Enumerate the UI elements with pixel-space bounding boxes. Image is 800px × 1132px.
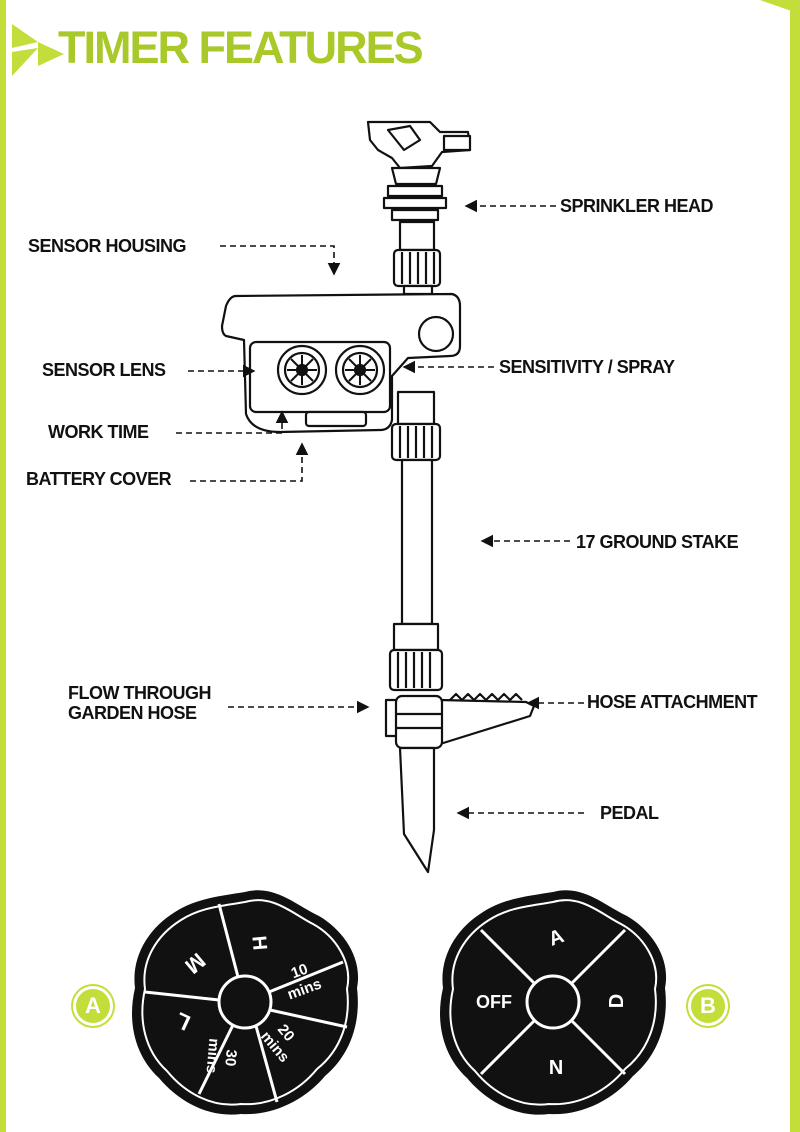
sensitivity-spray-label: SENSITIVITY / SPRAY (499, 357, 675, 377)
work-time-leader (176, 410, 289, 434)
dial-b-off: OFF (476, 992, 512, 1012)
ground-stake-drawing (388, 390, 444, 692)
upper-coupling-drawing (392, 220, 442, 296)
sensor-housing-leader (220, 245, 341, 276)
battery-cover-label: BATTERY COVER (26, 469, 172, 489)
dial-b-d: D (606, 994, 628, 1008)
left-accent-border (0, 0, 6, 1132)
dial-a-30: 30 (221, 1049, 239, 1067)
work-time-label: WORK TIME (48, 422, 149, 442)
dial-b-text: A D N OFF (476, 925, 628, 1077)
dial-a-30-mins: mins (203, 1038, 223, 1074)
dial-b-n: N (549, 1055, 563, 1077)
dial-a (132, 890, 359, 1115)
sprinkler-head-drawing (366, 120, 472, 222)
dial-a-10: 10 (289, 961, 310, 983)
flow-through-label-line2: GARDEN HOSE (68, 703, 197, 723)
dial-a-h: H (247, 935, 270, 951)
dial-b-a: A (546, 925, 567, 951)
dial-b-badge: B (688, 986, 728, 1026)
chevron-logo-icon (12, 24, 64, 76)
sensor-lens-label: SENSOR LENS (42, 360, 166, 380)
page-title: TIMER FEATURES (58, 22, 424, 73)
pedal-label: PEDAL (600, 803, 659, 823)
sprinkler-head-label: SPRINKLER HEAD (560, 196, 714, 216)
hose-attachment-label: HOSE ATTACHMENT (587, 692, 758, 712)
battery-cover-leader (190, 442, 309, 482)
ground-stake-label: 17 GROUND STAKE (576, 532, 739, 552)
corner-accent (760, 0, 800, 14)
sensor-housing-label: SENSOR HOUSING (28, 236, 187, 256)
right-accent-border (790, 0, 800, 1132)
flow-through-label-line1: FLOW THROUGH (68, 683, 211, 703)
sensor-housing-drawing (220, 292, 462, 434)
dial-a-badge: A (73, 986, 113, 1026)
hose-attachment-drawing (384, 692, 536, 874)
dial-b (440, 890, 667, 1115)
